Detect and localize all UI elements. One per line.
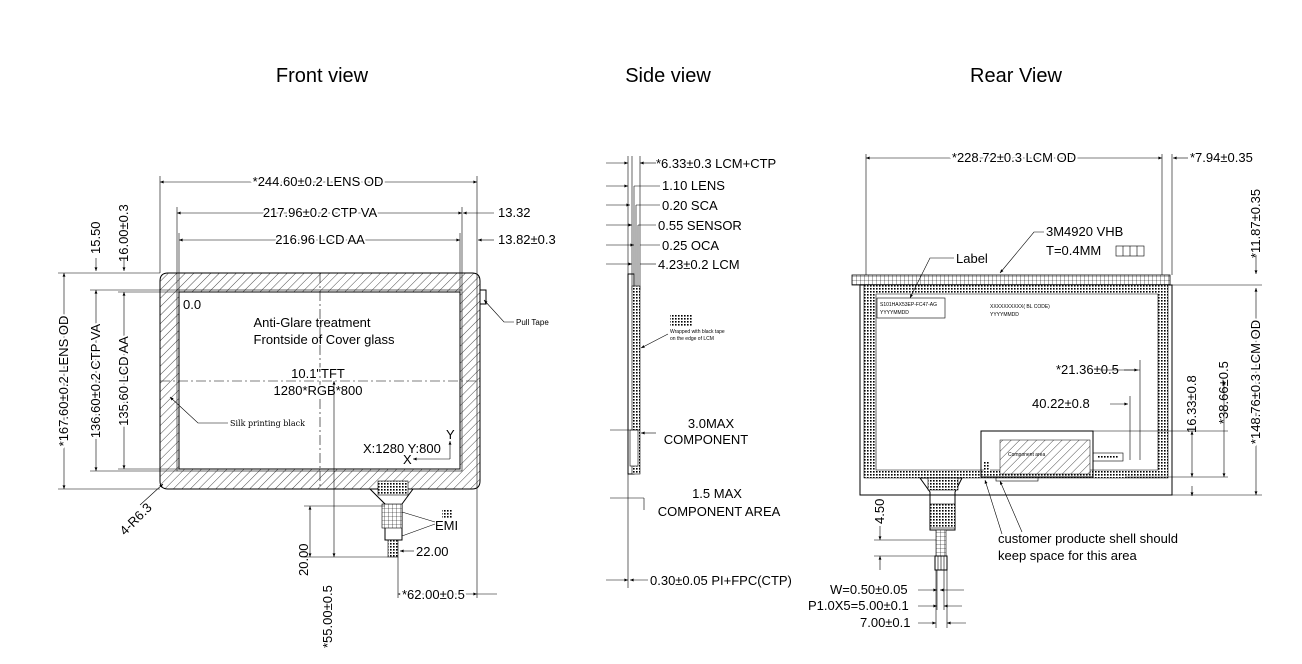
- rear-vhb-label: 3M4920 VHB: [1046, 224, 1123, 239]
- dim-lcd-aa-width: 216.96 LCD AA: [275, 232, 365, 247]
- rear-dim-40-22: 40.22±0.8: [1032, 396, 1090, 411]
- front-view: *244.60±0.2 LENS OD 217.96±0.2 CTP VA 21…: [54, 172, 556, 648]
- front-lcd-aa: [178, 291, 461, 470]
- rear-shell-note-2: keep space for this area: [998, 548, 1138, 563]
- dim-lens-od-height: *167.60±0.2 LENS OD: [56, 316, 71, 447]
- rear-label-code-1: S101HAX53EP-FC47-AG: [880, 302, 937, 308]
- rear-fpc: [919, 477, 963, 531]
- front-origin-label: 0.0: [183, 297, 201, 312]
- dim-fpc-22: 22.00: [416, 544, 449, 559]
- rear-dim-16-33: 16.33±0.8: [1184, 375, 1199, 433]
- dim-ctp-va-height: 136.60±0.2 CTP VA: [88, 324, 103, 439]
- dim-13-82: 13.82±0.3: [498, 232, 556, 247]
- side-view: *6.33±0.3 LCM+CTP 1.10 LENS 0.20 SCA 0.5…: [606, 156, 792, 588]
- side-view-title: Side view: [625, 65, 711, 87]
- rear-vhb-strip: [851, 274, 1171, 286]
- side-area-max: 1.5 MAX: [692, 486, 742, 501]
- rear-frame: [863, 284, 1169, 479]
- rear-dim-4-50: 4.50: [872, 499, 887, 524]
- dim-15-50: 15.50: [88, 221, 103, 254]
- axis-x-label: X: [403, 452, 412, 467]
- rear-dim-lcm-od-width: *228.72±0.3 LCM OD: [952, 150, 1076, 165]
- side-lcm-body: [631, 285, 641, 475]
- dim-ctp-va-width: 217.96±0.2 CTP VA: [263, 205, 378, 220]
- emi-block-icon: [442, 509, 452, 518]
- dim-16-00: 16.00±0.3: [116, 204, 131, 262]
- dim-fpc-62: *62.00±0.5: [402, 587, 465, 602]
- pull-tape-tab: [479, 289, 487, 305]
- rear-dim-pin-width: W=0.50±0.05: [830, 582, 908, 597]
- dim-lcd-aa-height: 135.60 LCD AA: [116, 336, 131, 426]
- side-component-label: COMPONENT: [664, 432, 749, 447]
- rear-dim-pitch: P1.0X5=5.00±0.1: [808, 598, 909, 613]
- side-area-label: COMPONENT AREA: [658, 504, 781, 519]
- rear-dim-11-87: *11.87±0.35: [1248, 189, 1263, 258]
- rear-component-area-label: Component area: [1008, 452, 1045, 458]
- silk-printing-label: Silk printing black: [230, 419, 305, 428]
- rear-bl-code-1: XXXXXXXXXX( BL CODE): [990, 304, 1050, 310]
- tape-note-line2: on the edge of LCM: [670, 336, 714, 342]
- dim-fpc-55: *55.00±0.5: [320, 585, 335, 648]
- front-view-title: Front view: [276, 65, 369, 87]
- rear-label-callout: Label: [956, 251, 988, 266]
- rear-view-title: Rear View: [970, 65, 1062, 87]
- side-dim-lcm: 4.23±0.2 LCM: [658, 257, 740, 272]
- rear-label-code-2: YYYYMMDD: [880, 310, 909, 316]
- side-dim-oca: 0.25 OCA: [662, 238, 719, 253]
- side-dim-sca: 0.20 SCA: [662, 198, 718, 213]
- anti-glare-line1: Anti-Glare treatment: [253, 315, 370, 330]
- xy-resolution: X:1280 Y:800: [363, 441, 441, 456]
- resolution: 1280*RGB*800: [274, 383, 363, 398]
- tape-note-line1: Wrapped with black tape: [670, 329, 725, 335]
- rear-bl-code-2: YYYYMMDD: [990, 312, 1019, 318]
- side-dim-lens: 1.10 LENS: [662, 178, 725, 193]
- rear-shell-note-1: customer producte shell should: [998, 531, 1178, 546]
- front-ctp-va: [176, 289, 463, 472]
- tft-size: 10.1"TFT: [291, 366, 345, 381]
- dim-fpc-20: 20.00: [296, 543, 311, 576]
- rear-dim-38-66: *38.66±0.5: [1216, 361, 1231, 424]
- side-dim-pi-fpc: 0.30±0.05 PI+FPC(CTP): [650, 573, 792, 588]
- pull-tape-label: Pull Tape: [516, 318, 549, 327]
- rear-label-box: [876, 297, 946, 319]
- rear-vhb-thickness: T=0.4MM: [1046, 243, 1101, 258]
- rear-dim-7-94: *7.94±0.35: [1190, 150, 1253, 165]
- corner-radius-label: 4-R6.3: [117, 500, 155, 538]
- rear-dim-7-00: 7.00±0.1: [860, 615, 911, 630]
- rear-view: S101HAX53EP-FC47-AG YYYYMMDD XXXXXXXXXX(…: [808, 148, 1265, 630]
- side-dim-sensor: 0.55 SENSOR: [658, 218, 742, 233]
- dim-lens-od-width: *244.60±0.2 LENS OD: [253, 174, 384, 189]
- anti-glare-line2: Frontside of Cover glass: [254, 332, 395, 347]
- side-dim-total: *6.33±0.3 LCM+CTP: [656, 156, 776, 171]
- side-component-max: 3.0MAX: [688, 416, 735, 431]
- tape-swatch-icon: [670, 314, 692, 326]
- dim-13-32: 13.32: [498, 205, 531, 220]
- rear-dim-lcm-od-height: *148.76±0.3 LCM OD: [1248, 320, 1263, 444]
- axis-y-label: Y: [446, 427, 455, 442]
- emi-label: EMI: [435, 518, 458, 533]
- rear-dim-21-36: *21.36±0.5: [1056, 362, 1119, 377]
